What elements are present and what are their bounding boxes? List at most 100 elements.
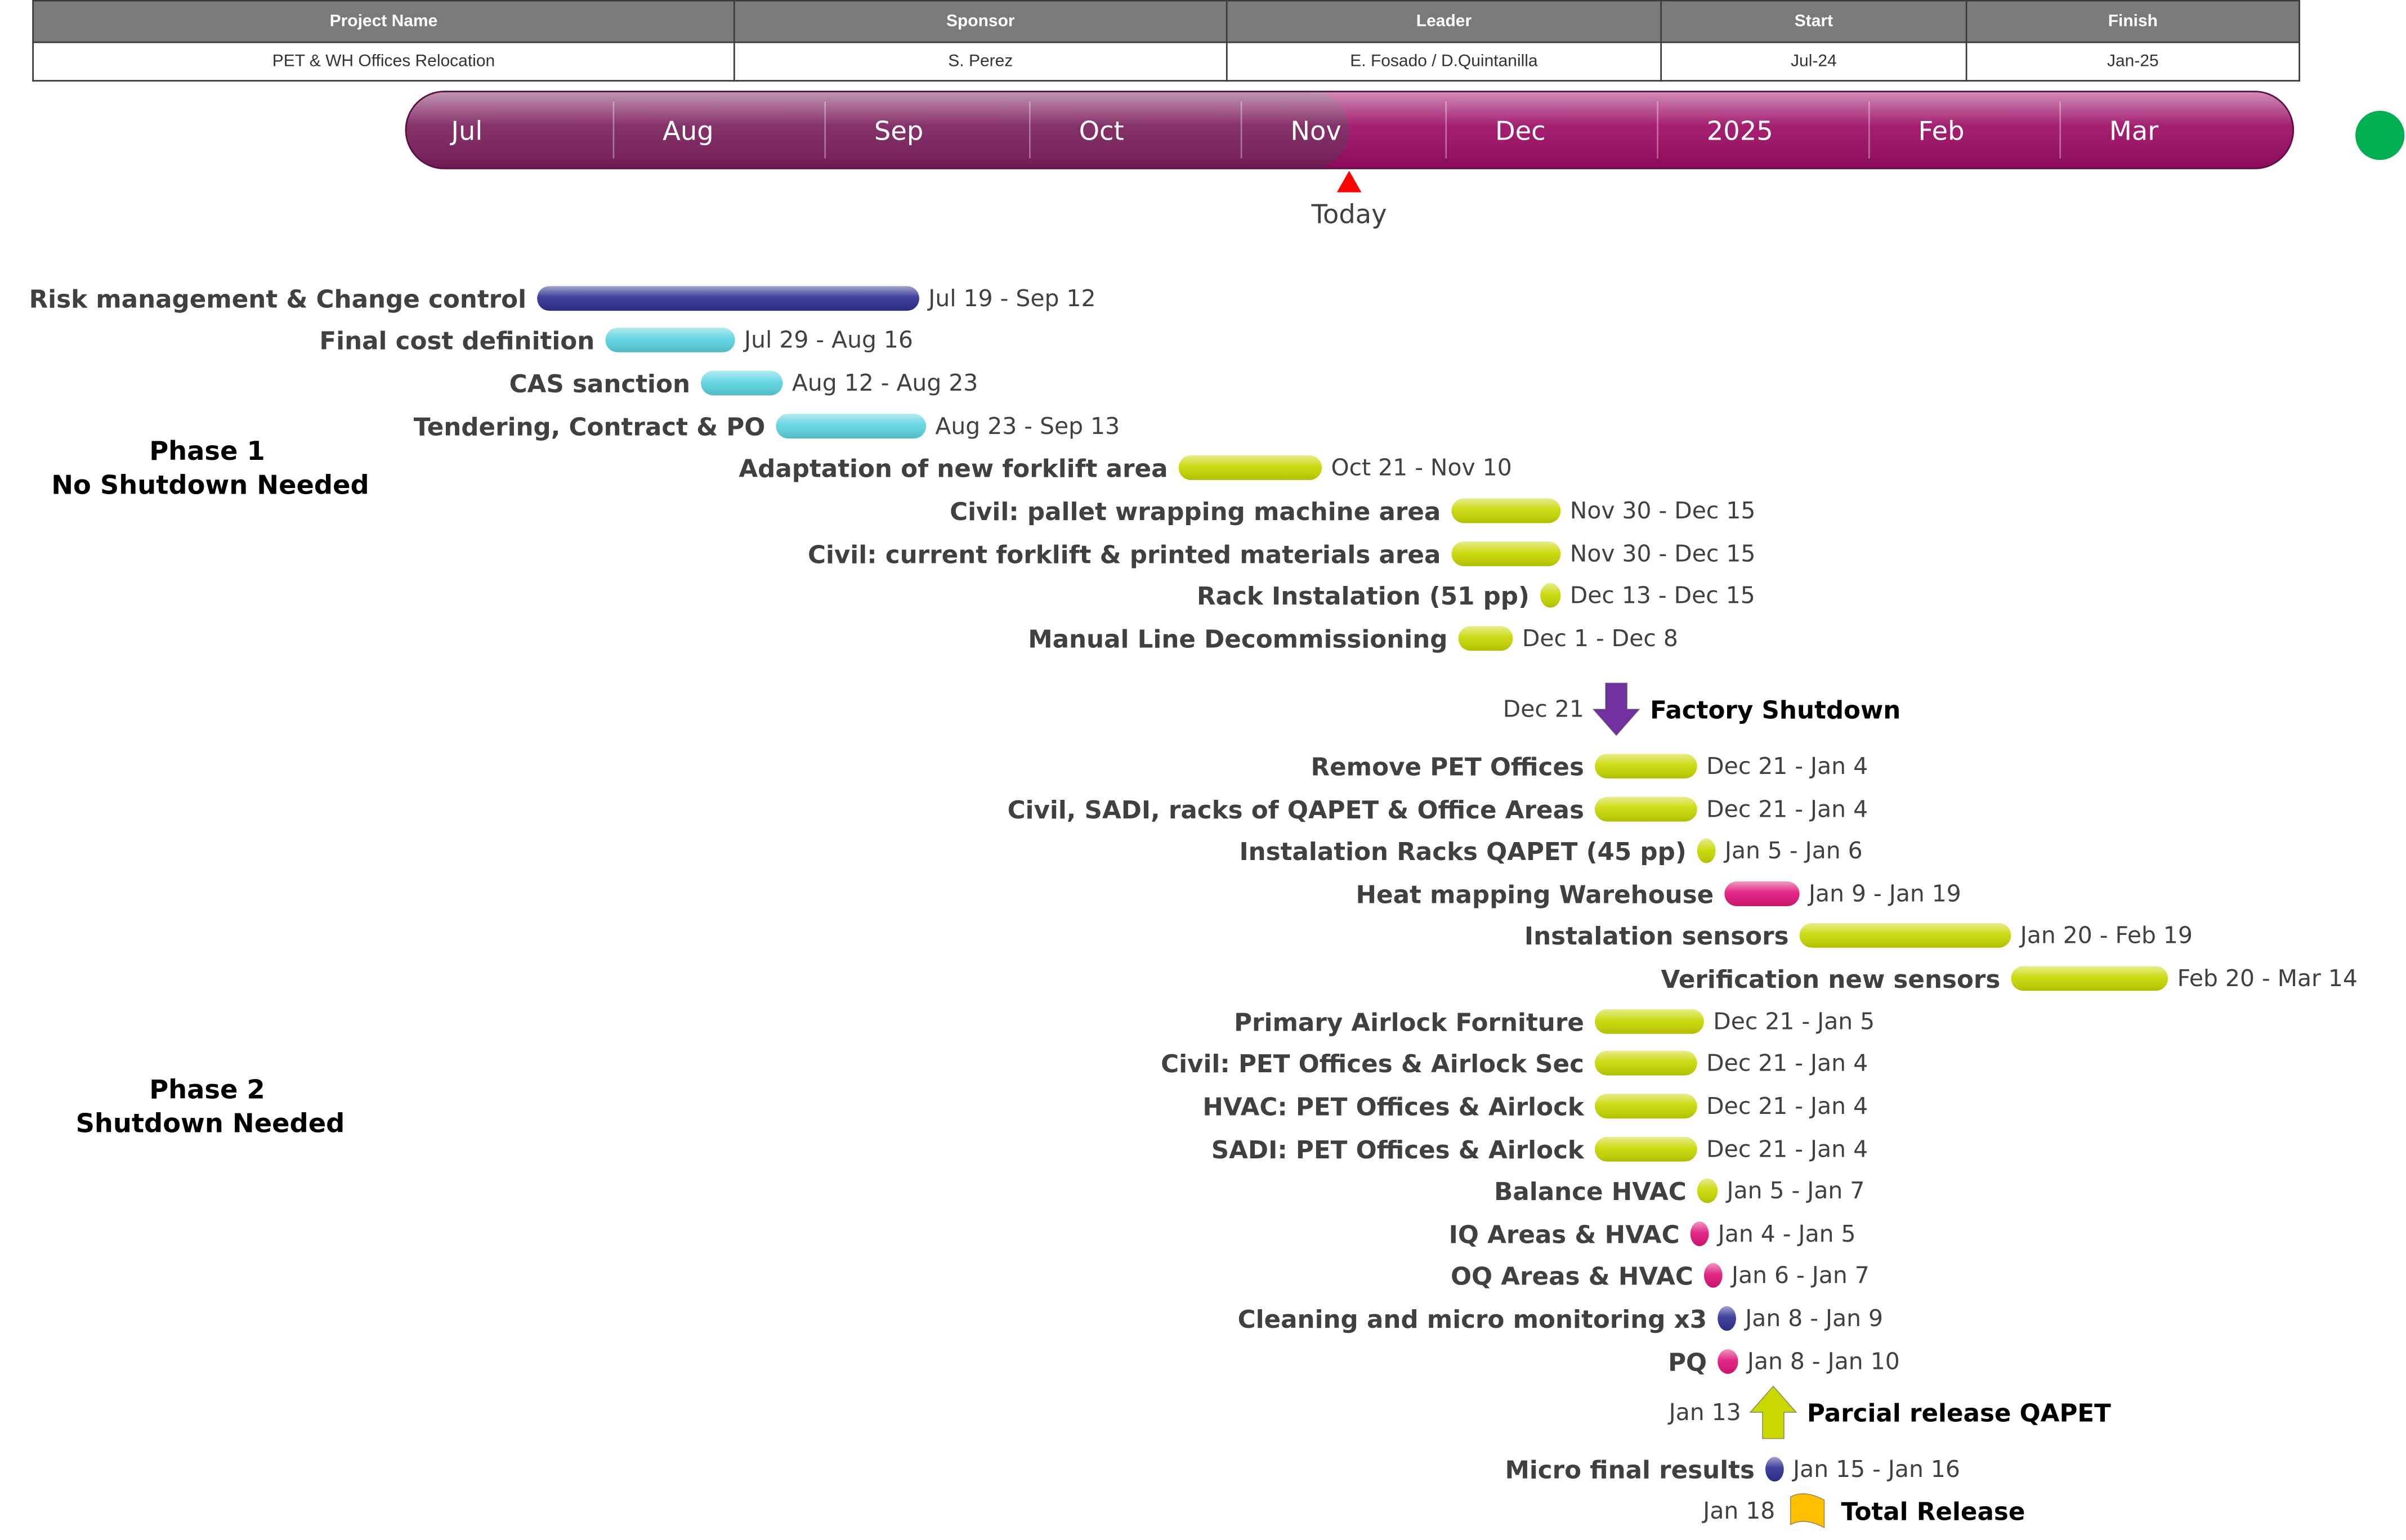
task-name: Primary Airlock Forniture [1234,1008,1584,1037]
task-name: Risk management & Change control [29,285,526,314]
task-date-range: Oct 21 - Nov 10 [1331,454,1511,481]
task-date-range: Dec 21 - Jan 4 [1706,753,1868,780]
task-bar-gloss [1595,754,1697,779]
task-date-range: Jul 29 - Aug 16 [743,326,913,353]
task-date-range: Dec 21 - Jan 4 [1706,1049,1868,1076]
milestone-date: Jan 13 [1667,1399,1741,1426]
task-bar-gloss [1765,1457,1784,1482]
task-date-range: Jan 9 - Jan 19 [1807,880,1961,907]
task-bar-gloss [1595,796,1697,822]
month-label-feb: Feb [1918,116,1965,146]
month-label-jul: Jul [449,116,482,146]
task-name: CAS sanction [509,370,690,399]
task-name: SADI: PET Offices & Airlock [1211,1136,1585,1165]
task-row: Final cost definition Jul 29 - Aug 16 [319,326,913,356]
header-sponsor: Sponsor [733,0,1228,43]
cell-finish: Jan-25 [1965,41,2300,82]
task-bar-gloss [537,286,919,311]
task-name: Micro final results [1505,1456,1754,1485]
task-bar-gloss [1690,1221,1709,1246]
task-name: Civil, SADI, racks of QAPET & Office Are… [1008,796,1584,825]
task-name: Adaptation of new forklift area [739,454,1168,483]
header-leader: Leader [1226,0,1662,43]
task-row: Balance HVAC Jan 5 - Jan 7 [1494,1177,1864,1206]
task-name: Final cost definition [319,326,594,355]
header-project-name: Project Name [32,0,735,43]
task-bar-gloss [1451,541,1561,566]
phase-title: Phase 1 [149,436,265,466]
task-date-range: Jan 20 - Feb 19 [2019,921,2193,948]
today-marker-icon [1336,171,1362,192]
task-name: Civil: pallet wrapping machine area [950,498,1441,526]
month-label-aug: Aug [663,116,713,146]
month-label-mar: Mar [2109,116,2159,146]
task-date-range: Dec 1 - Dec 8 [1522,625,1678,652]
task-bar-gloss [1697,838,1716,863]
table-header-row: Project Name Sponsor Leader Start Finish [32,0,2300,43]
task-bar-gloss [1451,498,1561,523]
milestone-date: Dec 21 [1503,696,1584,723]
task-bar-gloss [1595,1094,1697,1119]
task-bar-gloss [776,414,927,438]
task-name: Instalation Racks QAPET (45 pp) [1239,838,1686,866]
cell-project-name: PET & WH Offices Relocation [32,41,735,82]
milestone-date: Jan 18 [1701,1497,1775,1524]
task-name: Heat mapping Warehouse [1356,880,1714,909]
task-bar-gloss [1697,1178,1718,1203]
task-name: Cleaning and micro monitoring x3 [1238,1305,1707,1334]
task-bar-gloss [2011,966,2168,991]
task-bar-gloss [1178,455,1322,480]
timeline-bar [405,91,2295,169]
task-date-range: Jan 8 - Jan 10 [1746,1348,1900,1375]
task-bar-gloss [1595,1009,1704,1034]
task-date-range: Nov 30 - Dec 15 [1570,540,1756,567]
task-row: Risk management & Change control Jul 19 -… [29,285,1096,314]
task-list: Risk management & Change control Jul 19 -… [29,285,2358,1485]
phase-title: Phase 2 [149,1075,265,1105]
header-finish: Finish [1965,0,2300,43]
milestone-name: Total Release [1841,1497,2025,1526]
task-bar-gloss [1458,626,1513,651]
task-row: Manual Line Decommissioning Dec 1 - Dec 8 [1028,625,1678,654]
task-date-range: Feb 20 - Mar 14 [2177,965,2358,992]
task-date-range: Jan 5 - Jan 7 [1725,1177,1865,1204]
task-bar-gloss [1718,1349,1738,1374]
task-date-range: Jan 4 - Jan 5 [1716,1220,1856,1247]
task-name: Civil: current forklift & printed materi… [808,540,1441,569]
arrow-down-icon [1592,682,1640,736]
task-name: Manual Line Decommissioning [1028,625,1447,654]
task-name: PQ [1668,1348,1707,1377]
task-date-range: Jan 5 - Jan 6 [1723,837,1863,864]
timeline-gloss [405,91,2295,169]
table-row: PET & WH Offices Relocation S. Perez E. … [32,41,2300,82]
task-bar-gloss [701,370,783,396]
month-label-nov: Nov [1290,116,1341,146]
arrow-up-icon [1749,1385,1797,1439]
task-date-range: Jan 6 - Jan 7 [1730,1262,1870,1289]
task-row: Civil: pallet wrapping machine area Nov 3… [950,497,1755,526]
month-label-2025: 2025 [1707,116,1773,146]
task-row: Civil: current forklift & printed materi… [808,540,1755,570]
milestone: Jan 13 Parcial release QAPET [1667,1385,2111,1439]
milestone-name: Parcial release QAPET [1807,1399,2111,1428]
task-bar-gloss [1799,923,2011,948]
task-bar-gloss [605,328,735,352]
task-date-range: Jul 19 - Sep 12 [927,285,1095,312]
project-info-table: Project Name Sponsor Leader Start Finish… [32,0,2300,82]
month-label-oct: Oct [1079,116,1124,146]
task-bar-gloss [1724,881,1800,906]
task-name: Balance HVAC [1494,1178,1687,1206]
task-date-range: Nov 30 - Dec 15 [1570,497,1756,524]
